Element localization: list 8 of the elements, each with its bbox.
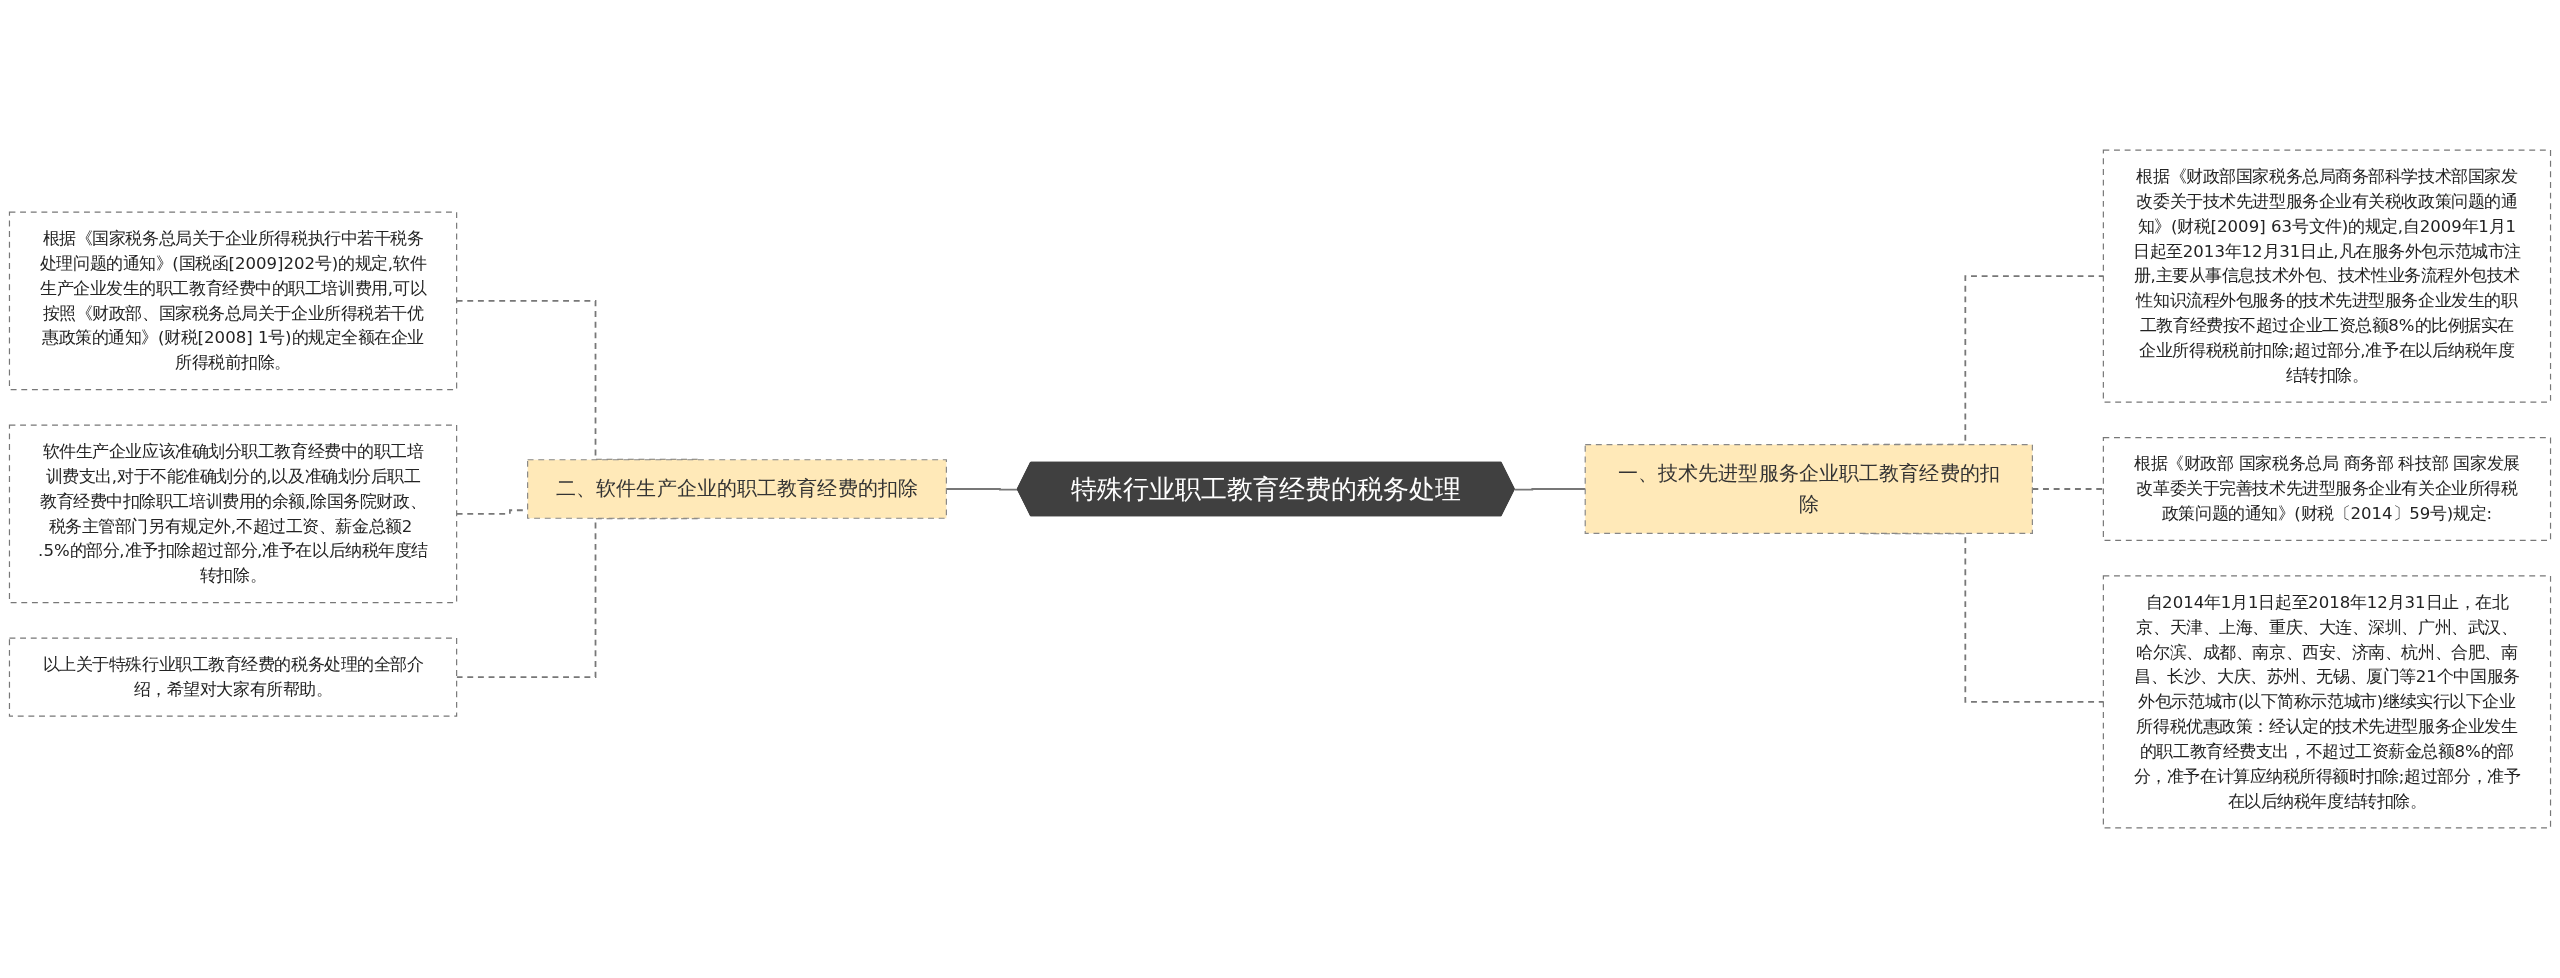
- node-box: 以上关于特殊行业职工教育经费的税务处理的全部介绍，希望对大家有所帮助。: [8, 637, 458, 717]
- node-box: 软件生产企业应该准确划分职工教育经费中的职工培训费支出,对于不能准确划分的,以及准确划分后职工教育经费中扣除职工培训费用的余额,除国务院财政、税务主管部门另有规定外,不超过工资、薪金总额2 .5%的部分,准予扣除超过部分,准予在以后纳税年度结转扣除。: [8, 424, 458, 604]
- node-box: 自2014年1月1日起至2018年12月31日止，在北京、天津、上海、重庆、大连、深圳、广州、武汉、哈尔滨、成都、南京、西安、济南、杭州、合肥、南昌、长沙、大庆、苏州、无锡、厦门等21个中国服务外包示范城市(以下简称示范城市)继续实行以下企业所得税优惠政策：经认定的技术先进型服务企业发生的职工教育经费支出，不超过工资薪金总额8%的部分，准予在计算应纳税所得额时扣除;超过部分，准予在以后纳税年度结转扣除。: [2102, 575, 2552, 829]
- node-box: 二、软件生产企业的职工教育经费的扣除: [527, 459, 947, 519]
- node-box: 根据《财政部国家税务总局商务部科学技术部国家发改委关于技术先进型服务企业有关税收政策问题的通知》(财税[2009] 63号文件)的规定,自2009年1月1日起至2013年12月31日止,凡在服务外包示范城市注册,主要从事信息技术外包、技术性业务流程外包技术性知识流程外包服务的技术先进型服务企业发生的职工教育经费按不超过企业工资总额8%的比例据实在企业所得税税前扣除;超过部分,准予在以后纳税年度结转扣除。: [2102, 149, 2552, 403]
- node-box: 根据《财政部 国家税务总局 商务部 科技部 国家发展改革委关于完善技术先进型服务企业有关企业所得税政策问题的通知》(财税〔2014〕59号)规定:: [2102, 436, 2552, 542]
- node-box: 一、技术先进型服务企业职工教育经费的扣除: [1584, 444, 2033, 534]
- node-box: 根据《国家税务总局关于企业所得税执行中若干税务处理问题的通知》(国税函[2009]202号)的规定,软件生产企业发生的职工教育经费中的职工培训费用,可以按照《财政部、国家税务总局关于企业所得税若干优惠政策的通知》(财税[2008] 1号)的规定全额在企业所得税前扣除。: [8, 211, 458, 391]
